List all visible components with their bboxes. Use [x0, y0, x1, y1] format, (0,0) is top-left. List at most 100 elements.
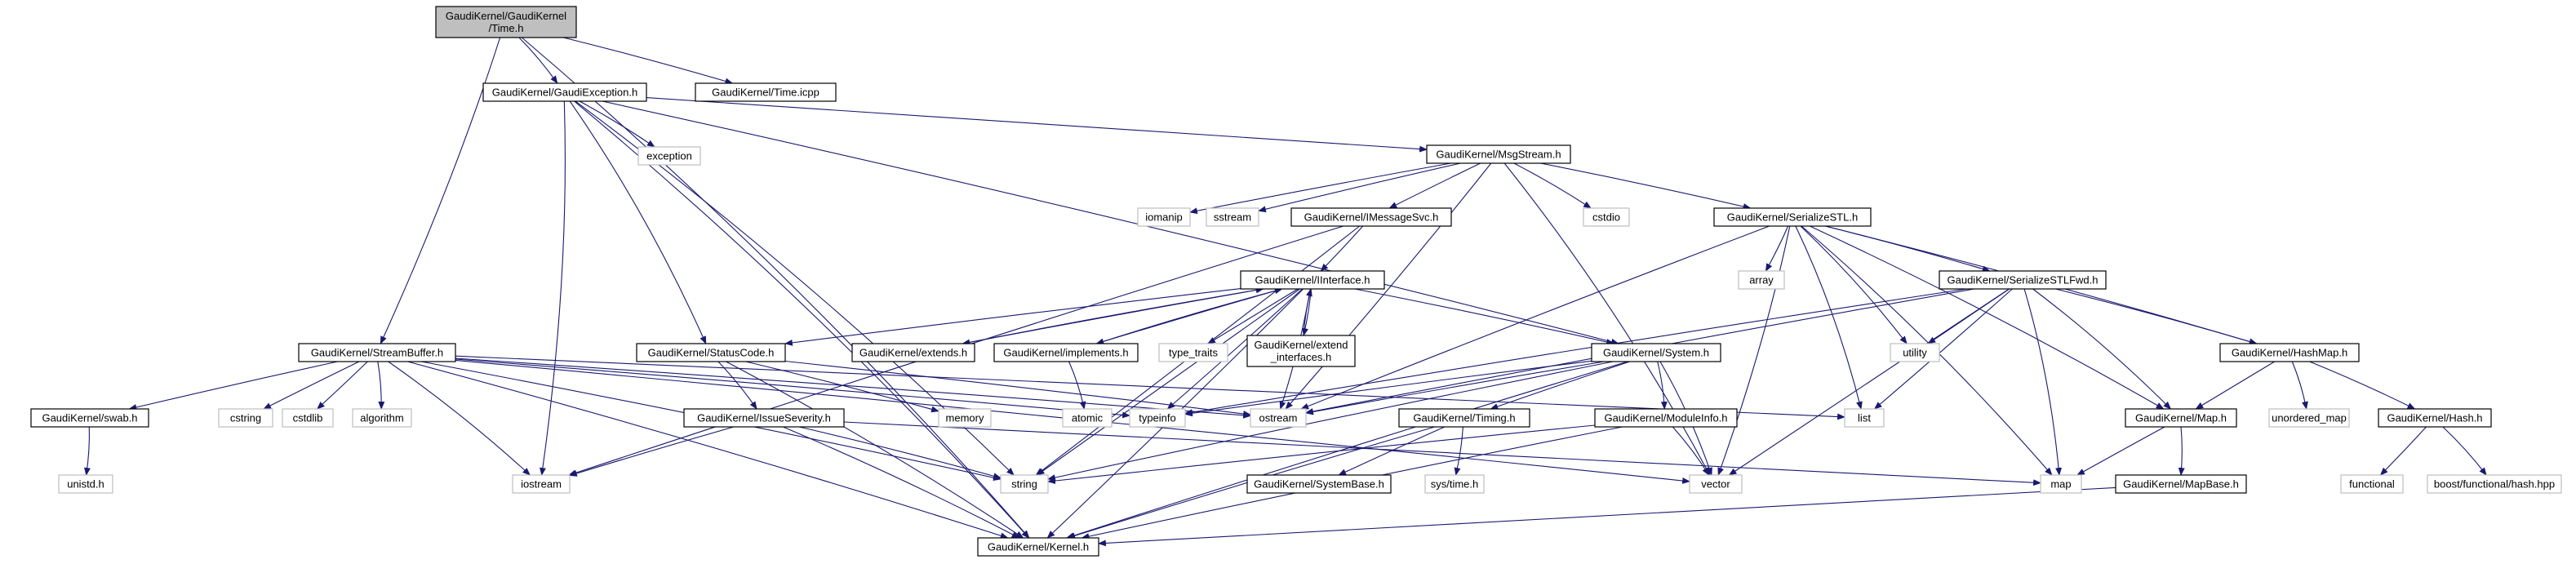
- node-label: GaudiKernel/IInterface.h: [1255, 274, 1370, 286]
- node-label: _interfaces.h: [1270, 351, 1331, 363]
- edge-implements-to-atomic: [1068, 361, 1086, 410]
- node-serializestlfwd[interactable]: GaudiKernel/SerializeSTLFwd.h: [1939, 270, 2107, 290]
- node-label: GaudiKernel/ModuleInfo.h: [1604, 412, 1727, 424]
- node-imessagesvc[interactable]: GaudiKernel/IMessageSvc.h: [1290, 207, 1452, 227]
- node-label: typeinfo: [1139, 412, 1176, 424]
- node-box: [993, 343, 1139, 362]
- node-mapbase[interactable]: GaudiKernel/MapBase.h: [2115, 474, 2247, 494]
- node-functional: functional: [2340, 474, 2404, 494]
- node-unistd: unistd.h: [58, 474, 113, 494]
- node-streambuffer[interactable]: GaudiKernel/StreamBuffer.h: [298, 343, 456, 362]
- node-label: GaudiKernel/extend: [1255, 339, 1348, 351]
- node-array: array: [1738, 270, 1785, 290]
- node-moduleinfo[interactable]: GaudiKernel/ModuleInfo.h: [1594, 408, 1738, 428]
- node-list: list: [1844, 408, 1885, 428]
- node-statuscode[interactable]: GaudiKernel/StatusCode.h: [636, 343, 786, 362]
- node-extends[interactable]: GaudiKernel/extends.h: [851, 343, 975, 362]
- node-label: cstdio: [1592, 211, 1620, 224]
- edge-serializestlfwd-to-map_h: [2032, 288, 2172, 410]
- node-box: [2378, 408, 2492, 428]
- node-box: [352, 408, 412, 428]
- node-box: [218, 408, 273, 428]
- node-label: boost/functional/hash.hpp: [2434, 478, 2555, 491]
- edge-system-to-string: [1047, 361, 1614, 481]
- node-label: vector: [1701, 478, 1730, 491]
- node-label: GaudiKernel/SerializeSTLFwd.h: [1948, 274, 2099, 286]
- node-box: [2040, 474, 2082, 494]
- node-label: ostream: [1259, 412, 1298, 424]
- node-msgstream[interactable]: GaudiKernel/MsgStream.h: [1426, 144, 1571, 164]
- node-hash-h[interactable]: GaudiKernel/Hash.h: [2378, 408, 2492, 428]
- node-label: functional: [2349, 478, 2395, 491]
- edge-serializestl-to-ostream: [1300, 225, 1770, 410]
- node-label: GaudiKernel/IMessageSvc.h: [1304, 211, 1439, 224]
- node-label: memory: [946, 412, 984, 424]
- node-label: GaudiKernel/Map.h: [2135, 412, 2227, 424]
- edge-system-to-moduleinfo: [1657, 361, 1668, 410]
- node-box: [298, 343, 456, 362]
- node-hashmap[interactable]: GaudiKernel/HashMap.h: [2219, 343, 2360, 362]
- node-label: unistd.h: [67, 478, 104, 491]
- node-map: map: [2040, 474, 2082, 494]
- node-algorithm: algorithm: [352, 408, 412, 428]
- node-extend-interfaces[interactable]: GaudiKernel/extend_interfaces.h: [1246, 335, 1356, 367]
- node-implements[interactable]: GaudiKernel/implements.h: [993, 343, 1139, 362]
- node-label: GaudiKernel/MsgStream.h: [1436, 149, 1561, 161]
- node-label: atomic: [1072, 412, 1104, 424]
- edge-serializestlfwd-to-map: [2023, 288, 2063, 476]
- node-box: [2125, 408, 2237, 428]
- node-map-h[interactable]: GaudiKernel/Map.h: [2125, 408, 2237, 428]
- node-box: [1591, 343, 1721, 362]
- node-gaudiexception[interactable]: GaudiKernel/GaudiException.h: [482, 82, 647, 102]
- node-label: cstdlib: [293, 412, 323, 424]
- edge-statuscode-to-memory: [745, 361, 939, 413]
- node-unordered-map: unordered_map: [2268, 408, 2350, 428]
- node-label: GaudiKernel/MapBase.h: [2123, 478, 2239, 491]
- edge-map_h-to-mapbase: [2178, 426, 2185, 476]
- node-label: GaudiKernel/IssueSeverity.h: [697, 412, 831, 424]
- node-box: [695, 82, 837, 102]
- node-label: GaudiKernel/Kernel.h: [988, 541, 1089, 553]
- node-time-icpp[interactable]: GaudiKernel/Time.icpp: [695, 82, 837, 102]
- edge-streambuffer-to-cstring: [263, 361, 360, 410]
- node-label: cstring: [230, 412, 261, 424]
- node-label: GaudiKernel/implements.h: [1003, 347, 1128, 359]
- node-type-traits: type_traits: [1158, 343, 1228, 362]
- node-time-h[interactable]: GaudiKernel/GaudiKernel/Time.h: [435, 6, 577, 38]
- edge-serializestl-to-map_h: [1810, 225, 2165, 410]
- node-systembase[interactable]: GaudiKernel/SystemBase.h: [1246, 474, 1392, 494]
- node-label: GaudiKernel/GaudiKernel: [446, 10, 566, 22]
- node-box: [2219, 343, 2360, 362]
- edge-msgstream-to-imessagesvc: [1388, 162, 1481, 209]
- node-box: [636, 343, 786, 362]
- node-label: utility: [1903, 347, 1927, 359]
- node-sstream: sstream: [1206, 207, 1259, 227]
- edge-streambuffer-to-algorithm: [377, 361, 385, 410]
- node-issueseverity[interactable]: GaudiKernel/IssueSeverity.h: [683, 408, 845, 428]
- node-box: [512, 474, 571, 494]
- node-label: type_traits: [1169, 347, 1218, 359]
- edges-layer: [84, 37, 2487, 547]
- node-swab[interactable]: GaudiKernel/swab.h: [30, 408, 149, 428]
- edge-msgstream-to-iomanip: [1189, 162, 1451, 215]
- node-typeinfo: typeinfo: [1129, 408, 1186, 428]
- edge-map_h-to-map: [2076, 426, 2165, 476]
- edge-iinterface-to-system: [1354, 288, 1614, 345]
- edge-serializestlfwd-to-vector: [1728, 288, 2010, 476]
- edge-serializestl-to-vector: [1717, 225, 1791, 476]
- edge-hashmap-to-map_h: [2195, 361, 2275, 410]
- node-box: [1250, 408, 1307, 428]
- node-system[interactable]: GaudiKernel/System.h: [1591, 343, 1721, 362]
- node-atomic: atomic: [1062, 408, 1113, 428]
- node-serializestl[interactable]: GaudiKernel/SerializeSTL.h: [1713, 207, 1872, 227]
- edge-msgstream-to-sstream: [1258, 162, 1461, 213]
- node-box: [1583, 207, 1630, 227]
- edge-serializestl-to-utility: [1800, 225, 1908, 344]
- node-iinterface[interactable]: GaudiKernel/IInterface.h: [1240, 270, 1385, 290]
- node-timing[interactable]: GaudiKernel/Timing.h: [1398, 408, 1530, 428]
- node-exception: exception: [637, 146, 701, 166]
- edge-serializestlfwd-to-typeinfo: [1184, 288, 1967, 416]
- node-kernel[interactable]: GaudiKernel/Kernel.h: [977, 537, 1099, 557]
- node-box: [1890, 343, 1940, 362]
- edge-streambuffer-to-ostream: [455, 357, 1251, 419]
